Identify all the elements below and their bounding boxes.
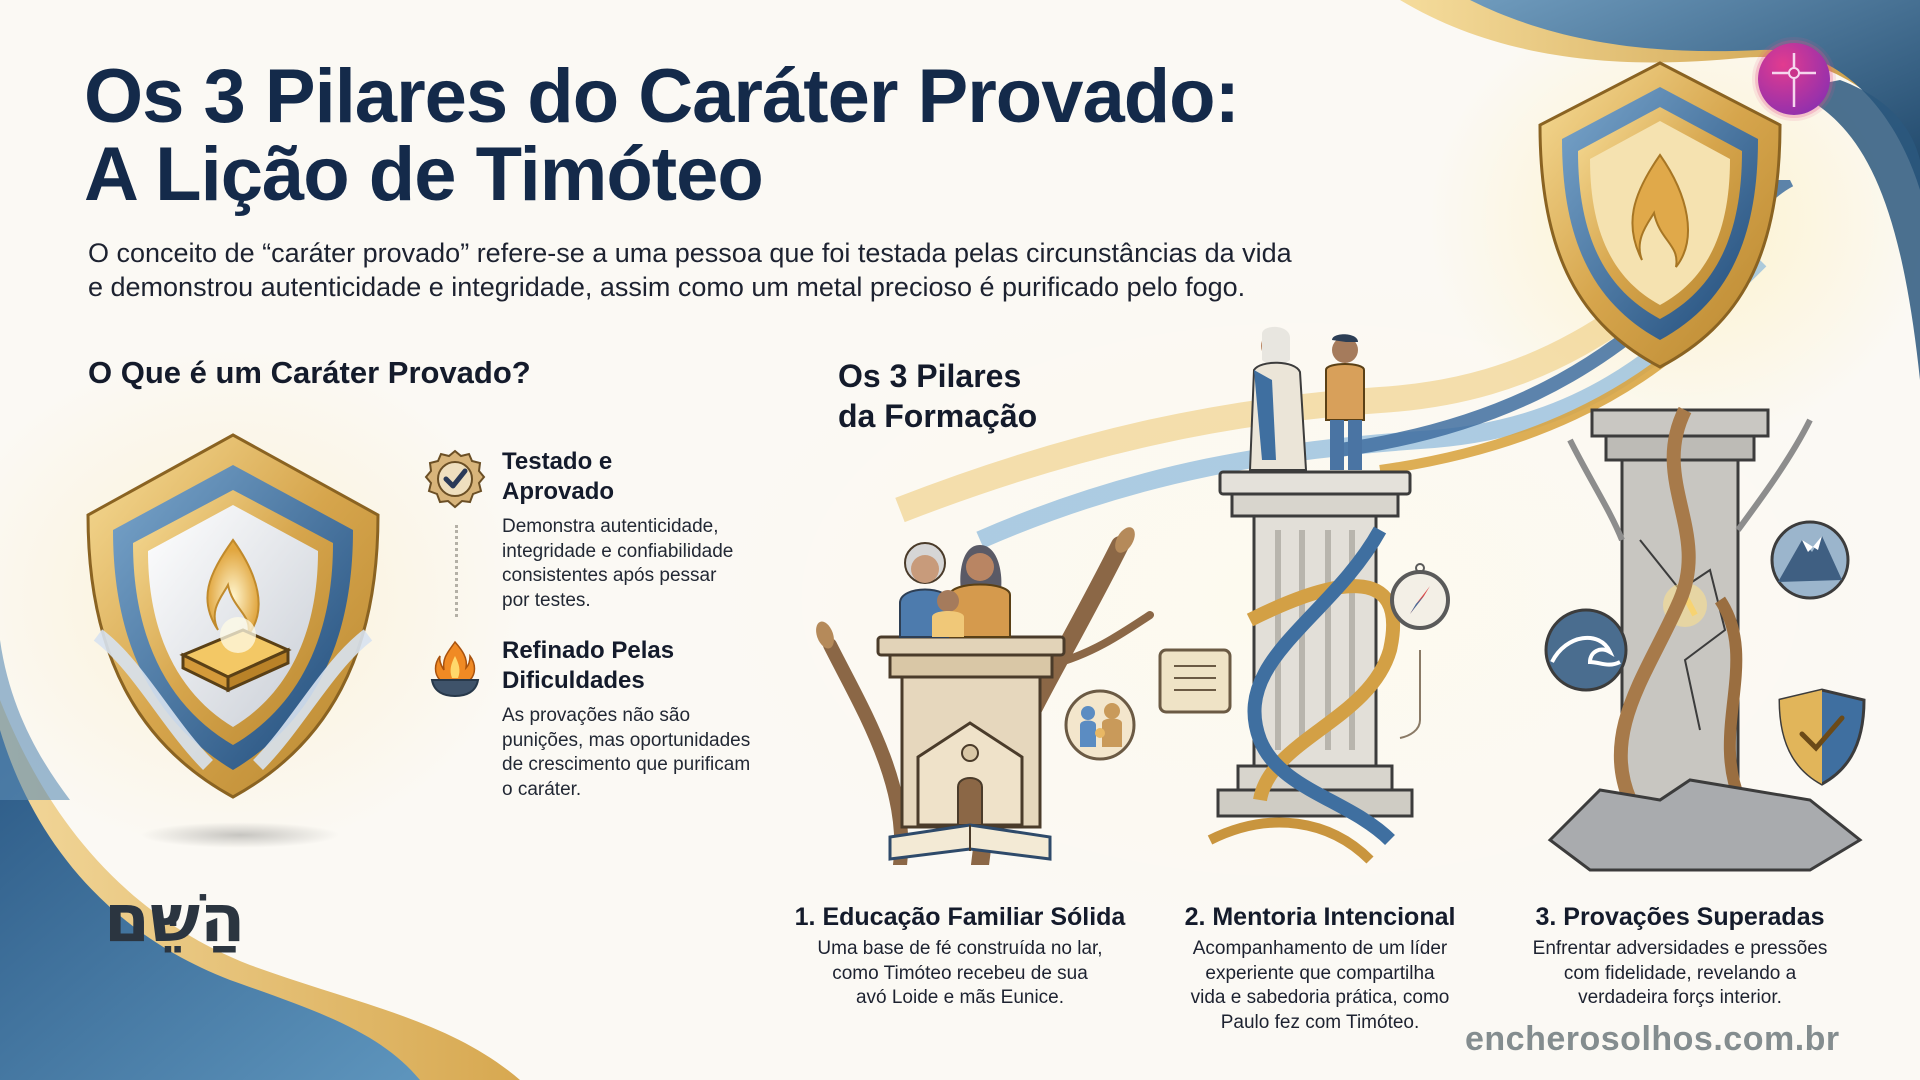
pillar-description: Enfrentar adversidades e pressões com fi… [1532,938,1828,1008]
seal-checkmark-icon [424,449,486,509]
flame-bowl-icon [430,640,480,698]
pillar-title: 2. Mentoria Intencional [1184,903,1456,931]
title-line-1: Os 3 Pilares do Caráter Provado: [84,54,1240,139]
cross-target-badge-icon [1758,43,1830,115]
shield-flame-gold-bar-icon [86,433,380,799]
pillar-title: 3. Provações Superadas [1535,903,1825,931]
pillar-title: 1. Educação Familiar Sólida [794,903,1126,931]
intro-line-2: e demonstrou autenticidade e integridade… [88,272,1246,302]
feature-connector-line [455,525,458,617]
feature-description: Demonstra autenticidade, integridade e c… [502,516,734,611]
pillar-description: Uma base de fé construída no lar, como T… [817,938,1103,1008]
feature-description: As provações não são punições, mas oport… [502,705,751,800]
website-watermark: encherosolhos.com.br [1465,1020,1840,1058]
pillar-family-education: 1. Educação Familiar Sólida Uma base de … [780,901,1140,1011]
title-line-2: A Lição de Timóteo [84,132,764,217]
intro-paragraph: O conceito de “caráter provado” refere-s… [88,236,1348,304]
section-title-pillars: Os 3 Pilares da Formação [838,358,1038,434]
mentor-and-youth-on-column-compass-scroll-icon [1158,326,1450,864]
family-on-pillar-tree-house-bible-icon [816,527,1154,865]
corner-swoosh-top-right [1400,0,1920,380]
feature-tested-approved: Testado e Aprovado Demonstra autenticida… [424,447,784,613]
feature-title: Refinado Pelas Dificuldades [502,637,675,694]
feature-title: Testado e Aprovado [502,448,615,505]
shield-shadow [140,822,340,848]
section-title-what-is: O Que é um Caráter Provado? [88,355,531,390]
pillar-overcome-trials: 3. Provações Superadas Enfrentar adversi… [1500,901,1860,1011]
pillar-intentional-mentoring: 2. Mentoria Intencional Acompanhamento d… [1140,901,1500,1035]
pillar-description: Acompanhamento de um líder experiente qu… [1190,938,1450,1033]
intro-line-1: O conceito de “caráter provado” refere-s… [88,238,1292,268]
hebrew-logo: הַשֵּׁם [104,880,246,957]
page-title: Os 3 Pilares do Caráter Provado: A Lição… [84,54,1240,217]
feature-refined-by-difficulties: Refinado Pelas Dificuldades As provações… [424,636,784,802]
shield-flame-icon [1538,61,1782,369]
cracked-column-roots-wave-mountain-shield-icon [1544,406,1866,872]
